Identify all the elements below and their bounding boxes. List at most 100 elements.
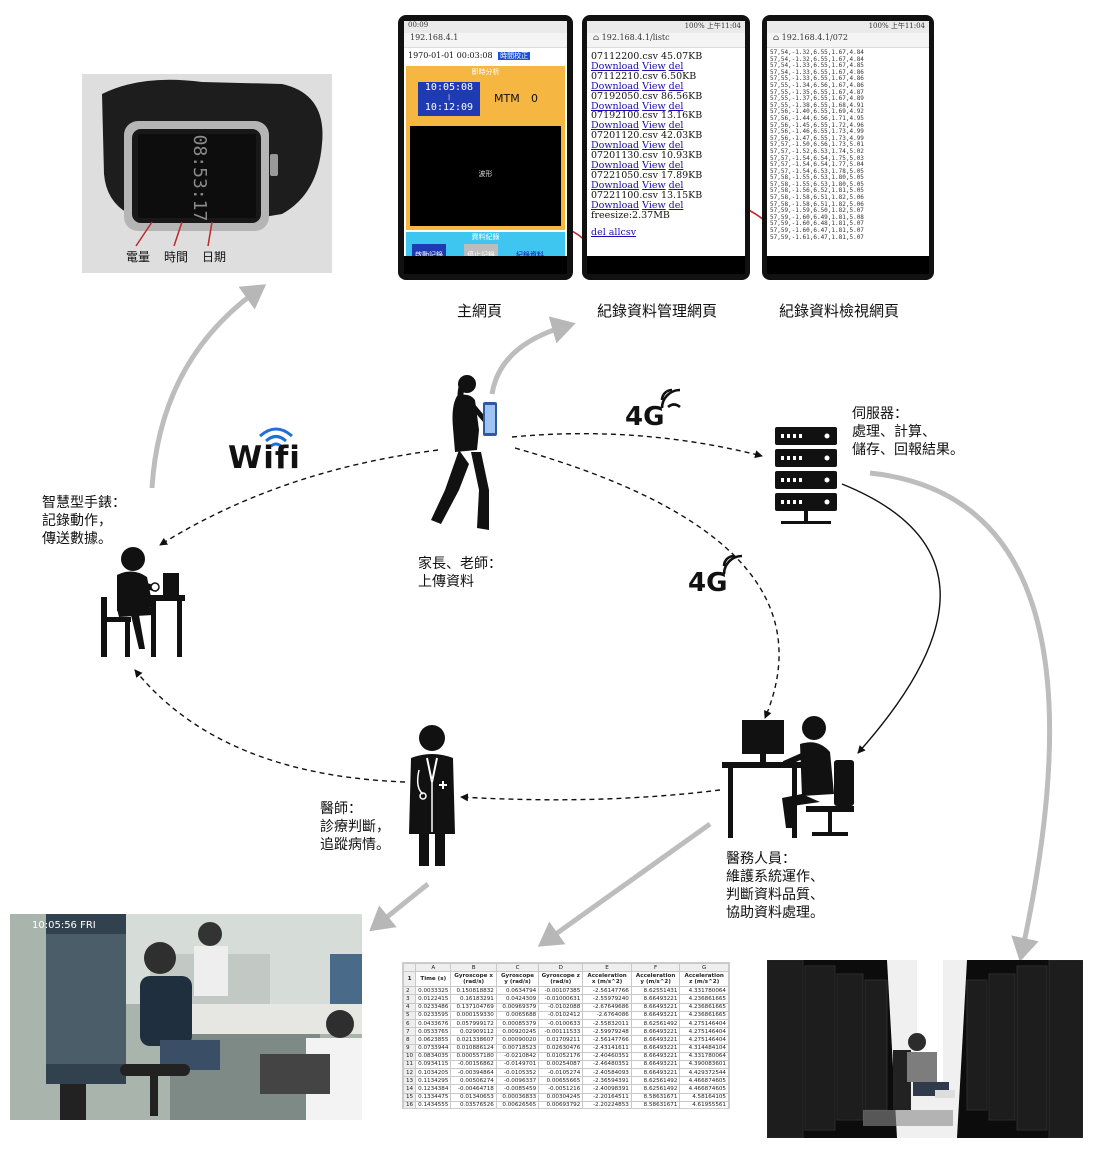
view-link[interactable]: View <box>642 159 666 171</box>
table-cell: 0.01709211 <box>538 1035 584 1045</box>
table-cell: -2.56147766 <box>582 1035 632 1045</box>
table-cell: 0.0934115 <box>415 1059 452 1070</box>
watch-label-time: 時間 <box>164 250 189 264</box>
table-cell: -0.00111533 <box>538 1027 584 1037</box>
delete-all-link[interactable]: del allcsv <box>591 226 637 238</box>
view-link[interactable]: View <box>642 179 666 191</box>
url-bar[interactable]: ⌂ 192.168.4.1/072 <box>767 33 929 48</box>
doctor-icon <box>409 725 455 866</box>
caption-main-page: 主網頁 <box>457 302 503 320</box>
file-actions: Download View del <box>587 161 745 171</box>
view-link[interactable]: View <box>642 100 666 112</box>
realtime-panel: 即時分析 10:05:08 | 10:12:09 MTM 0 波形 <box>406 66 565 230</box>
csv-row: 57,58,-1.55,6.53,1.80,5.05 <box>770 174 864 182</box>
column-letter: C <box>495 963 540 973</box>
record-title: 資料紀錄 <box>471 233 500 241</box>
delete-link[interactable]: del <box>668 179 684 191</box>
download-link[interactable]: Download <box>591 199 640 211</box>
table-cell: 8.66493221 <box>630 1002 681 1012</box>
url-bar[interactable]: ⌂ 192.168.4.1/listc <box>587 33 745 48</box>
download-link[interactable]: Download <box>591 100 640 112</box>
table-cell: 0.00626565 <box>495 1100 540 1108</box>
table-cell: 0.0634794 <box>495 986 540 996</box>
table-cell: 4.390083601 <box>679 1059 729 1070</box>
csv-row: 57,59,-1.59,6.50,1.82,5.07 <box>770 207 864 215</box>
watch-user-label: 智慧型手錶： 記錄動作， 傳送數據。 <box>42 495 126 547</box>
table-cell: -2.36594391 <box>582 1076 632 1086</box>
download-link[interactable]: Download <box>591 120 640 132</box>
csv-row: 57,58,-1.55,6.53,1.80,5.05 <box>770 180 864 188</box>
status-bar: 100% 上午11:04 <box>587 21 745 33</box>
home-icon[interactable]: ⌂ <box>593 33 602 42</box>
delete-link[interactable]: del <box>668 80 684 92</box>
watch-label-battery: 電量 <box>126 250 151 264</box>
freesize-text: freesize:2.37MB <box>591 209 670 221</box>
view-link[interactable]: View <box>642 140 666 152</box>
column-letter: G <box>679 963 729 973</box>
row-number: 10 <box>403 1051 417 1061</box>
view-link[interactable]: View <box>642 120 666 132</box>
delete-link[interactable]: del <box>668 60 684 72</box>
table-cell: 4.275146404 <box>679 1018 729 1029</box>
table-cell: 8.66493221 <box>630 1027 681 1037</box>
table-cell: 0.0834035 <box>415 1051 452 1061</box>
home-icon[interactable]: ⌂ <box>773 33 782 42</box>
csv-row: 57,55,-1.38,6.55,1.68,4.91 <box>770 101 864 109</box>
delete-link[interactable]: del <box>668 199 684 211</box>
download-link[interactable]: Download <box>591 179 640 191</box>
column-letter: E <box>582 963 632 973</box>
download-link[interactable]: Download <box>591 80 640 92</box>
file-entry: 07192050.csv 86.56KB <box>591 90 703 102</box>
csv-row: 57,58,-1.56,6.52,1.81,5.05 <box>770 187 864 195</box>
network-4g-mid-label: 4G <box>688 568 728 598</box>
table-cell: 4.331780064 <box>679 986 729 996</box>
caption-view-page: 紀錄資料檢視網頁 <box>779 302 900 320</box>
device-datetime: 1970-01-01 00:03:08 <box>408 51 493 60</box>
delete-link[interactable]: del <box>668 159 684 171</box>
download-link[interactable]: Download <box>591 140 640 152</box>
table-cell: 4.236861665 <box>679 1002 729 1012</box>
flow-parent-to-server <box>511 432 763 459</box>
record-data-link[interactable]: 紀錄資料 <box>516 251 544 259</box>
table-cell: 0.02630476 <box>538 1043 584 1053</box>
row-number: 11 <box>403 1059 417 1070</box>
time-correct-button[interactable]: 時間校正 <box>498 52 531 60</box>
table-cell: 0.00718523 <box>495 1043 540 1053</box>
column-header: Gyroscope z (rad/s) <box>538 971 584 988</box>
table-cell: 0.0533765 <box>415 1027 452 1037</box>
table-cell: 0.1334475 <box>415 1092 452 1102</box>
delete-link[interactable]: del <box>668 120 684 132</box>
delete-link[interactable]: del <box>668 140 684 152</box>
table-cell: 8.62561492 <box>630 1018 681 1029</box>
delete-link[interactable]: del <box>668 100 684 112</box>
table-cell: 0.00655665 <box>538 1076 584 1086</box>
row-number: 3 <box>403 994 417 1004</box>
doctor-label: 醫師： 診療判斷， 追蹤病情。 <box>320 801 390 853</box>
file-actions: Download View del <box>587 60 745 72</box>
csv-row: 57,57,-1.52,6.53,1.74,5.02 <box>770 147 864 155</box>
table-cell: -0.00464718 <box>450 1084 497 1094</box>
table-cell: -2.40460351 <box>582 1051 632 1061</box>
table-cell: 8.66493221 <box>630 1010 681 1020</box>
download-link[interactable]: Download <box>591 159 640 171</box>
wifi-label: Wifi <box>228 440 301 476</box>
row-number: 9 <box>403 1043 417 1053</box>
table-cell: 8.62551431 <box>630 986 681 996</box>
row-number: 12 <box>403 1068 417 1078</box>
table-cell: 8.58631671 <box>630 1100 681 1108</box>
download-link[interactable]: Download <box>591 60 640 72</box>
view-link[interactable]: View <box>642 60 666 72</box>
view-link[interactable]: View <box>642 199 666 211</box>
view-link[interactable]: View <box>642 80 666 92</box>
signal-icon <box>660 388 681 409</box>
url-bar[interactable]: 192.168.4.1 <box>404 33 567 48</box>
table-cell: 0.010886124 <box>450 1043 497 1053</box>
table-cell: 0.16183291 <box>450 994 497 1004</box>
